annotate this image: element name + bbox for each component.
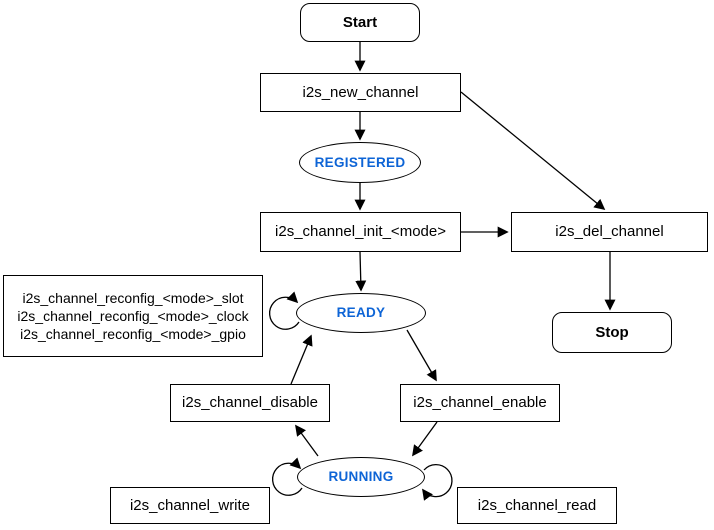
- node-i2s-new-channel: i2s_new_channel: [260, 73, 461, 112]
- reconfig-line-clock: i2s_channel_reconfig_<mode>_clock: [17, 308, 249, 324]
- node-stop: Stop: [552, 312, 672, 353]
- self-loop-ready: [269, 291, 300, 330]
- state-running: RUNNING: [297, 457, 425, 497]
- edge-enable-to-running: [412, 421, 438, 457]
- node-start: Start: [300, 3, 420, 42]
- node-i2s-channel-init: i2s_channel_init_<mode>: [260, 212, 461, 252]
- state-ready: READY: [296, 293, 426, 333]
- edge-ready-to-enable: [406, 329, 437, 382]
- state-registered: REGISTERED: [299, 142, 421, 183]
- edge-running-to-disable: [295, 424, 319, 457]
- node-i2s-del-channel: i2s_del_channel: [511, 212, 708, 252]
- self-loop-running-left: [272, 457, 303, 496]
- self-loop-running-right: [422, 463, 453, 501]
- reconfig-line-slot: i2s_channel_reconfig_<mode>_slot: [22, 290, 244, 306]
- edge-disable-to-ready: [290, 334, 313, 385]
- reconfig-line-gpio: i2s_channel_reconfig_<mode>_gpio: [20, 326, 246, 342]
- edge-new-channel-to-del-channel: [460, 91, 606, 211]
- node-i2s-channel-enable: i2s_channel_enable: [400, 384, 560, 422]
- node-i2s-channel-write: i2s_channel_write: [110, 487, 270, 524]
- edge-init-to-ready: [355, 251, 367, 292]
- node-reconfig-functions: i2s_channel_reconfig_<mode>_slot i2s_cha…: [3, 275, 263, 357]
- node-i2s-channel-disable: i2s_channel_disable: [170, 384, 330, 422]
- node-i2s-channel-read: i2s_channel_read: [457, 487, 617, 524]
